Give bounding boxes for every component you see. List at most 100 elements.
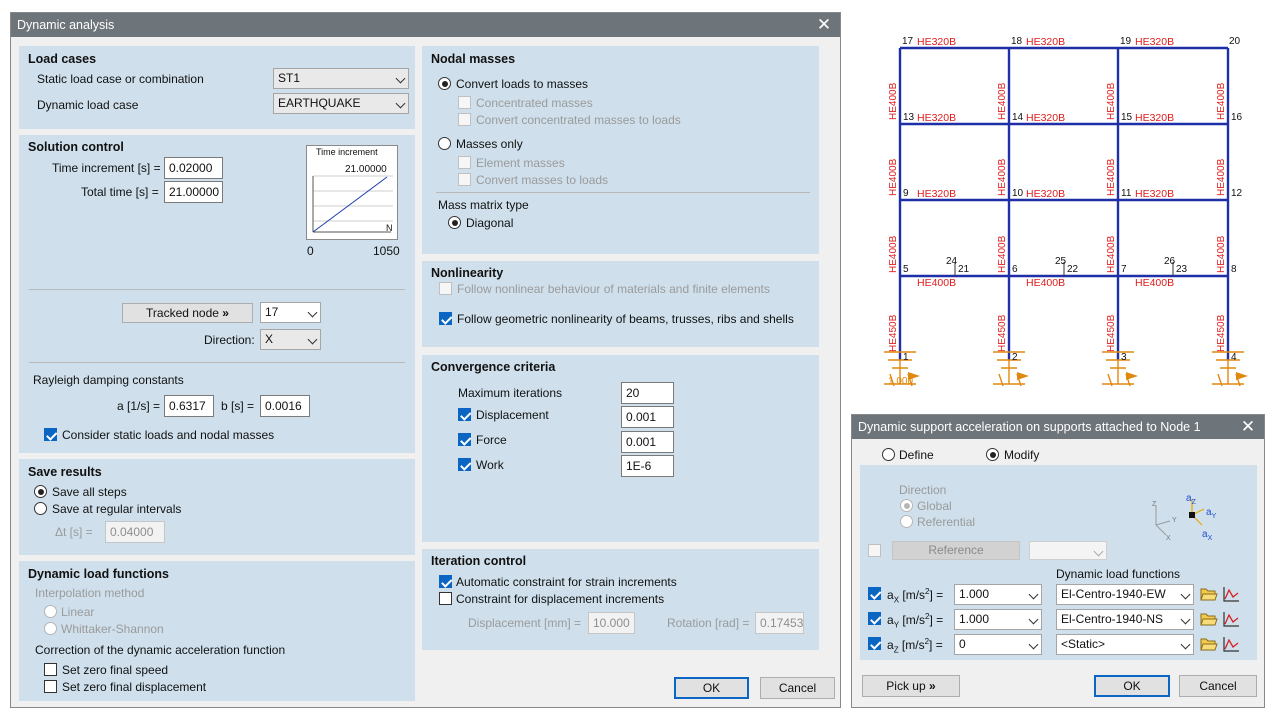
static-load-case-select[interactable]: ST1	[273, 68, 409, 89]
modify-radio[interactable]	[986, 448, 999, 461]
work-input[interactable]: 1E-6	[621, 455, 674, 477]
node-label: 2	[1012, 352, 1018, 363]
tracked-node-button[interactable]: Tracked node »	[122, 303, 253, 323]
reference-select[interactable]	[1029, 541, 1107, 560]
define-radio[interactable]	[882, 448, 895, 461]
ax-checkbox[interactable]	[868, 587, 881, 600]
chevron-down-icon	[307, 334, 318, 345]
zero-speed-checkbox[interactable]	[44, 663, 57, 676]
convert-masses-checkbox[interactable]	[458, 173, 471, 186]
global-radio[interactable]	[900, 499, 913, 512]
auto-constraint-checkbox[interactable]	[439, 575, 452, 588]
open-folder-icon[interactable]	[1200, 635, 1218, 653]
support-cancel-button[interactable]: Cancel	[1179, 675, 1257, 697]
force-checkbox[interactable]	[458, 433, 471, 446]
node-label: 16	[1231, 112, 1243, 123]
dt-input[interactable]: 0.04000	[105, 521, 165, 543]
node-label: 7	[1121, 264, 1127, 275]
chart-icon[interactable]	[1222, 635, 1240, 653]
linear-radio[interactable]	[44, 605, 57, 618]
frame-model-view[interactable]: 17 18 19 20 13 14 15 16 9 10 11 12 5 6 7…	[850, 30, 1270, 400]
column-label: HE400B	[1106, 158, 1117, 196]
direction-value: X	[265, 332, 274, 346]
az-checkbox[interactable]	[868, 637, 881, 650]
node-label: 24	[946, 256, 958, 267]
force-input[interactable]: 0.001	[621, 431, 674, 453]
referential-radio[interactable]	[900, 515, 913, 528]
ok-button[interactable]: OK	[674, 677, 749, 699]
convert-concentrated-checkbox[interactable]	[458, 113, 471, 126]
zero-displacement-checkbox[interactable]	[44, 680, 57, 693]
ay-label: aY [m/s2] =	[887, 612, 943, 629]
az-value-select[interactable]: 0	[954, 634, 1042, 655]
direction-label: Direction	[899, 483, 947, 497]
axis-az-label: aZ	[1186, 493, 1196, 506]
ay-sup: 2	[925, 612, 930, 621]
beam-label: HE400B	[1135, 277, 1175, 289]
diagonal-radio[interactable]	[448, 216, 461, 229]
time-increment-input[interactable]: 0.02000	[164, 157, 223, 179]
b-input[interactable]: 0.0016	[260, 395, 310, 417]
open-folder-icon[interactable]	[1200, 610, 1218, 628]
node-label: 14	[1012, 112, 1024, 123]
masses-only-radio[interactable]	[438, 137, 451, 150]
node-label: 18	[1011, 36, 1023, 47]
az-function-select[interactable]: <Static>	[1056, 634, 1194, 655]
force-label: Force	[476, 433, 507, 447]
double-chevron-right-icon: »	[222, 306, 229, 320]
axis-y-label: Y	[1172, 517, 1177, 524]
reference-checkbox[interactable]	[868, 544, 881, 557]
tracked-node-select[interactable]: 17	[260, 302, 321, 323]
close-icon[interactable]: ✕	[1240, 417, 1256, 436]
element-masses-checkbox[interactable]	[458, 156, 471, 169]
chevron-down-icon	[395, 73, 406, 84]
open-folder-icon[interactable]	[1200, 585, 1218, 603]
save-all-steps-radio[interactable]	[34, 485, 47, 498]
whittaker-radio[interactable]	[44, 622, 57, 635]
consider-static-checkbox[interactable]	[44, 428, 57, 441]
displacement-mm-input[interactable]: 10.000	[588, 612, 635, 634]
displacement-input[interactable]: 0.001	[621, 406, 674, 428]
save-all-steps-label: Save all steps	[52, 485, 127, 499]
chart-icon[interactable]	[1222, 585, 1240, 603]
column-label: HE400B	[1106, 82, 1117, 120]
chart-icon[interactable]	[1222, 610, 1240, 628]
save-regular-radio[interactable]	[34, 502, 47, 515]
node-label: 9	[903, 188, 909, 199]
chevron-down-icon	[1093, 546, 1104, 557]
displacement-checkbox[interactable]	[458, 408, 471, 421]
displacement-constraint-checkbox[interactable]	[439, 592, 452, 605]
ay-checkbox[interactable]	[868, 612, 881, 625]
dynamic-load-case-select[interactable]: EARTHQUAKE	[273, 93, 409, 114]
convert-loads-radio[interactable]	[438, 77, 451, 90]
close-icon[interactable]: ✕	[816, 15, 832, 34]
material-nonlinearity-label: Follow nonlinear behaviour of materials …	[457, 282, 770, 296]
direction-select[interactable]: X	[260, 329, 321, 350]
node-label: 6	[1012, 264, 1018, 275]
concentrated-masses-checkbox[interactable]	[458, 96, 471, 109]
rotation-input[interactable]: 0.17453	[755, 612, 804, 634]
ay-value-select[interactable]: 1.000	[954, 609, 1042, 630]
total-time-input[interactable]: 21.00000	[164, 181, 223, 203]
pick-up-button[interactable]: Pick up »	[862, 675, 960, 697]
work-checkbox[interactable]	[458, 458, 471, 471]
reference-button[interactable]: Reference	[892, 541, 1020, 560]
geometric-nonlinearity-checkbox[interactable]	[439, 312, 452, 325]
save-results-panel: Save results Save all steps Save at regu…	[19, 459, 415, 555]
ax-value-select[interactable]: 1.000	[954, 584, 1042, 605]
cancel-button[interactable]: Cancel	[760, 677, 835, 699]
material-nonlinearity-checkbox[interactable]	[439, 282, 452, 295]
ay-function-select[interactable]: El-Centro-1940-NS	[1056, 609, 1194, 630]
tracked-node-label: Tracked node	[146, 306, 219, 320]
a-input[interactable]: 0.6317	[164, 395, 214, 417]
node-label: 20	[1229, 36, 1241, 47]
axis-z-label: Z	[1152, 501, 1157, 508]
rotation-label: Rotation [rad] =	[667, 616, 750, 630]
chevron-down-icon	[395, 98, 406, 109]
frame-drawing	[884, 46, 1248, 387]
graph-x-min: 0	[307, 244, 314, 258]
functions-header: Dynamic load functions	[1056, 567, 1181, 581]
max-iterations-input[interactable]: 20	[621, 382, 674, 404]
support-ok-button[interactable]: OK	[1094, 675, 1170, 697]
ax-function-select[interactable]: El-Centro-1940-EW	[1056, 584, 1194, 605]
